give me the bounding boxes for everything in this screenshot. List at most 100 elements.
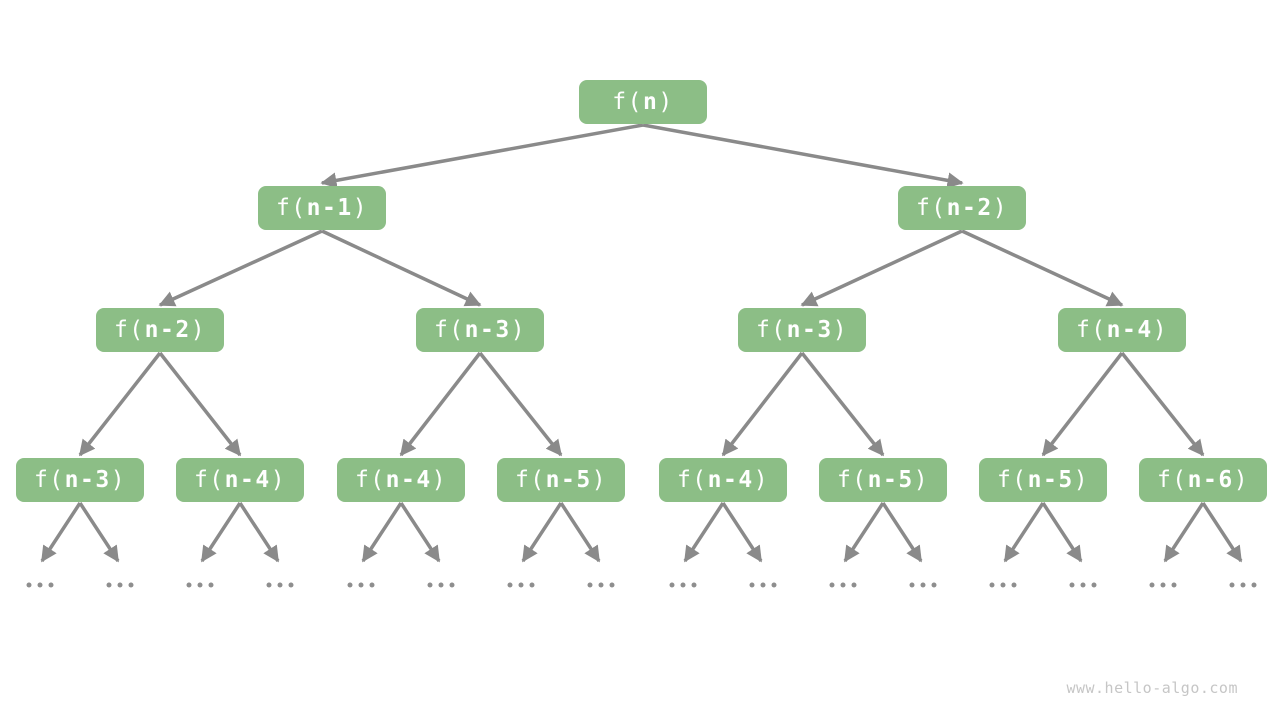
- tree-node: f(n-4): [337, 458, 465, 502]
- node-label: f(n-5): [514, 467, 608, 493]
- dot: [920, 582, 926, 588]
- ellipsis-dots: [1149, 582, 1177, 588]
- dot: [369, 582, 375, 588]
- node-label: f(n-6): [1156, 467, 1250, 493]
- dot: [438, 582, 444, 588]
- edge-arrow: [399, 502, 441, 563]
- node-label: f(n-4): [1075, 317, 1169, 343]
- tree-node: f(n-3): [738, 308, 866, 352]
- ellipsis-dots: [347, 582, 375, 588]
- edge-arrow: [361, 502, 403, 563]
- node-label: f(n-1): [275, 195, 369, 221]
- dot: [1171, 582, 1177, 588]
- edge-arrow: [40, 502, 82, 563]
- tree-node: f(n-5): [979, 458, 1107, 502]
- dot: [26, 582, 32, 588]
- tree-node: f(n-5): [497, 458, 625, 502]
- node-label: f(n-4): [193, 467, 287, 493]
- node-label: f(n-2): [113, 317, 207, 343]
- node-label: f(n-2): [915, 195, 1009, 221]
- dot: [749, 582, 755, 588]
- dot: [1240, 582, 1246, 588]
- ellipsis-dots: [989, 582, 1017, 588]
- dot: [1251, 582, 1257, 588]
- dot: [989, 582, 995, 588]
- dot: [760, 582, 766, 588]
- dot: [1011, 582, 1017, 588]
- edge-arrow: [721, 502, 763, 563]
- edge-arrow: [399, 351, 482, 457]
- edge-arrow: [1041, 351, 1124, 457]
- tree-node: f(n): [579, 80, 707, 124]
- ellipsis-dots: [1229, 582, 1257, 588]
- dot: [1080, 582, 1086, 588]
- node-label: f(n-3): [33, 467, 127, 493]
- edge-arrow: [1163, 502, 1205, 563]
- edge-arrow: [78, 502, 120, 563]
- dot: [197, 582, 203, 588]
- dot: [771, 582, 777, 588]
- edge-arrow: [158, 351, 242, 457]
- dot: [609, 582, 615, 588]
- dot: [1069, 582, 1075, 588]
- edge-arrow: [1120, 351, 1205, 457]
- edge-arrow: [559, 502, 601, 563]
- dot: [680, 582, 686, 588]
- dot: [128, 582, 134, 588]
- tree-node: f(n-4): [176, 458, 304, 502]
- dot: [518, 582, 524, 588]
- ellipsis-dots: [669, 582, 697, 588]
- edge-arrow: [961, 229, 1124, 307]
- node-label: f(n-5): [996, 467, 1090, 493]
- edge-arrow: [800, 351, 885, 457]
- dot: [529, 582, 535, 588]
- dot: [1000, 582, 1006, 588]
- tree-node: f(n-6): [1139, 458, 1267, 502]
- ellipsis-dots: [909, 582, 937, 588]
- dot: [288, 582, 294, 588]
- edge-arrow: [1003, 502, 1045, 563]
- dot: [277, 582, 283, 588]
- edge-arrow: [800, 229, 963, 307]
- node-label: f(n-4): [354, 467, 448, 493]
- dot: [266, 582, 272, 588]
- ellipsis-dots: [507, 582, 535, 588]
- dot: [449, 582, 455, 588]
- ellipsis-dots: [587, 582, 615, 588]
- dot: [851, 582, 857, 588]
- ellipsis-dots: [106, 582, 134, 588]
- edge-arrow: [1041, 502, 1083, 563]
- tree-node: f(n-5): [819, 458, 947, 502]
- dot: [691, 582, 697, 588]
- dot: [106, 582, 112, 588]
- edge-arrow: [238, 502, 280, 563]
- edge-arrow: [642, 123, 964, 189]
- dot: [1160, 582, 1166, 588]
- dot: [37, 582, 43, 588]
- edge-arrow: [478, 351, 563, 457]
- edge-arrow: [881, 502, 923, 563]
- tree-node: f(n-3): [16, 458, 144, 502]
- dot: [587, 582, 593, 588]
- dot: [1091, 582, 1097, 588]
- edge-arrow: [521, 502, 563, 563]
- dot: [1229, 582, 1235, 588]
- dot: [829, 582, 835, 588]
- dot: [840, 582, 846, 588]
- dot: [909, 582, 915, 588]
- dot: [186, 582, 192, 588]
- node-label: f(n-5): [836, 467, 930, 493]
- edge-arrow: [1201, 502, 1243, 563]
- dot: [427, 582, 433, 588]
- edge-arrow: [200, 502, 242, 563]
- dot: [347, 582, 353, 588]
- edge-arrow: [843, 502, 885, 563]
- dot: [208, 582, 214, 588]
- ellipsis-dots: [829, 582, 857, 588]
- watermark: www.hello-algo.com: [1066, 679, 1238, 697]
- dot: [358, 582, 364, 588]
- tree-node: f(n-2): [96, 308, 224, 352]
- tree-node: f(n-3): [416, 308, 544, 352]
